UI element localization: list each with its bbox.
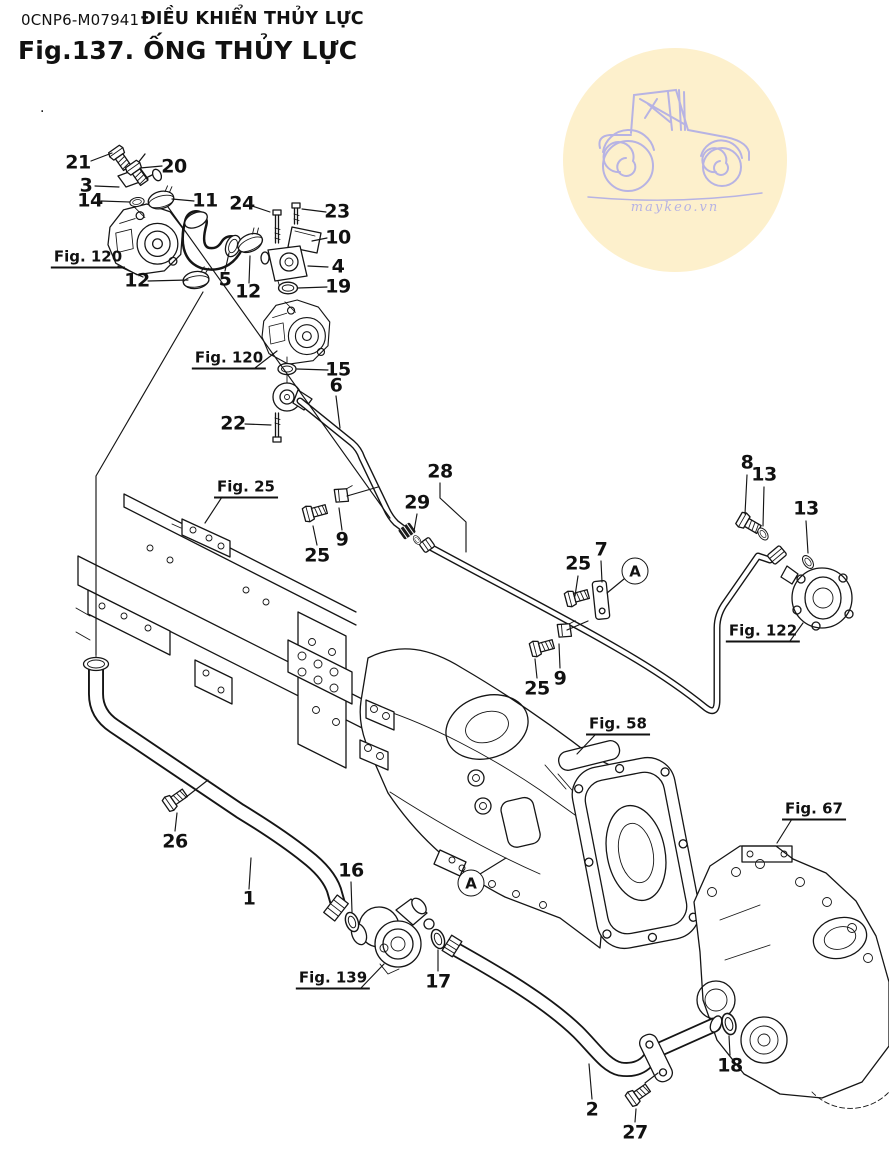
part-label-12a: 12 (124, 269, 150, 292)
part-label-6: 6 (329, 374, 343, 397)
leader-lines (90, 152, 809, 1123)
hose-1-drawing (82, 656, 349, 922)
view-marker-a2: A (457, 869, 485, 897)
part-label-25c: 25 (524, 677, 550, 700)
fasteners-drawing (106, 143, 817, 1109)
part-label-23: 23 (324, 200, 350, 223)
tractor-icon (587, 88, 763, 201)
valve-fig139-drawing (350, 897, 435, 975)
part-label-20: 20 (161, 155, 187, 178)
part-label-1: 1 (242, 887, 256, 910)
view-marker-a1: A (621, 557, 649, 585)
part-label-27: 27 (622, 1121, 648, 1144)
part-label-11: 11 (192, 189, 218, 212)
figure-ref-120b: Fig. 120 (191, 350, 267, 370)
part-label-8: 8 (740, 451, 754, 474)
watermark-badge: maykeo.vn (563, 48, 787, 272)
part-label-25b: 25 (565, 552, 591, 575)
part-label-24: 24 (229, 192, 255, 215)
part-label-7: 7 (594, 538, 608, 561)
watermark-text: maykeo.vn (631, 200, 719, 215)
part-label-19: 19 (325, 275, 351, 298)
part-label-10: 10 (325, 226, 351, 249)
figure-ref-67: Fig. 67 (782, 801, 846, 821)
part-label-2: 2 (585, 1098, 599, 1121)
document-code: 0CNP6-M07941 (21, 11, 140, 29)
part-label-5: 5 (218, 268, 232, 291)
figure-ref-122: Fig. 122 (725, 623, 801, 643)
corner-mark: . (40, 100, 45, 116)
figure-ref-139: Fig. 139 (295, 970, 371, 990)
part-label-21: 21 (65, 151, 91, 174)
elbow-hose-5-drawing (181, 210, 243, 271)
part-label-26: 26 (162, 830, 188, 853)
transmission-case-fig58-drawing (359, 648, 701, 950)
pipe-6-drawing (296, 397, 408, 533)
rear-housing-fig67-drawing (693, 845, 889, 1109)
part-label-17: 17 (425, 970, 451, 993)
figure-ref-120a: Fig. 120 (50, 249, 126, 269)
part-label-3: 3 (79, 174, 93, 197)
part-label-18: 18 (717, 1054, 743, 1077)
pipe-2-drawing (441, 934, 723, 1083)
part-label-14: 14 (77, 189, 103, 212)
part-label-25a: 25 (304, 544, 330, 567)
figure-ref-58: Fig. 58 (586, 716, 650, 736)
part-label-22: 22 (220, 412, 246, 435)
valve-4-assembly-drawing (260, 202, 322, 289)
chassis-frame-drawing (75, 479, 393, 769)
part-label-9b: 9 (553, 667, 567, 690)
flange-fig122-drawing (780, 565, 854, 631)
part-label-12b: 12 (235, 280, 261, 303)
section-title: ĐIỀU KHIỂN THỦY LỰC (141, 9, 364, 29)
part-label-16: 16 (338, 859, 364, 882)
pipe-28-drawing (398, 522, 787, 715)
part-label-13a: 13 (751, 463, 777, 486)
part-label-13b: 13 (793, 497, 819, 520)
part-label-15: 15 (325, 358, 351, 381)
figure-ref-25: Fig. 25 (214, 479, 278, 499)
part-label-9a: 9 (335, 528, 349, 551)
part-label-4: 4 (331, 255, 345, 278)
clamp-plate-7 (591, 580, 611, 620)
figure-title: Fig.137. ỐNG THỦY LỰC (18, 36, 358, 65)
part-label-29: 29 (404, 491, 430, 514)
part-label-28: 28 (427, 460, 453, 483)
